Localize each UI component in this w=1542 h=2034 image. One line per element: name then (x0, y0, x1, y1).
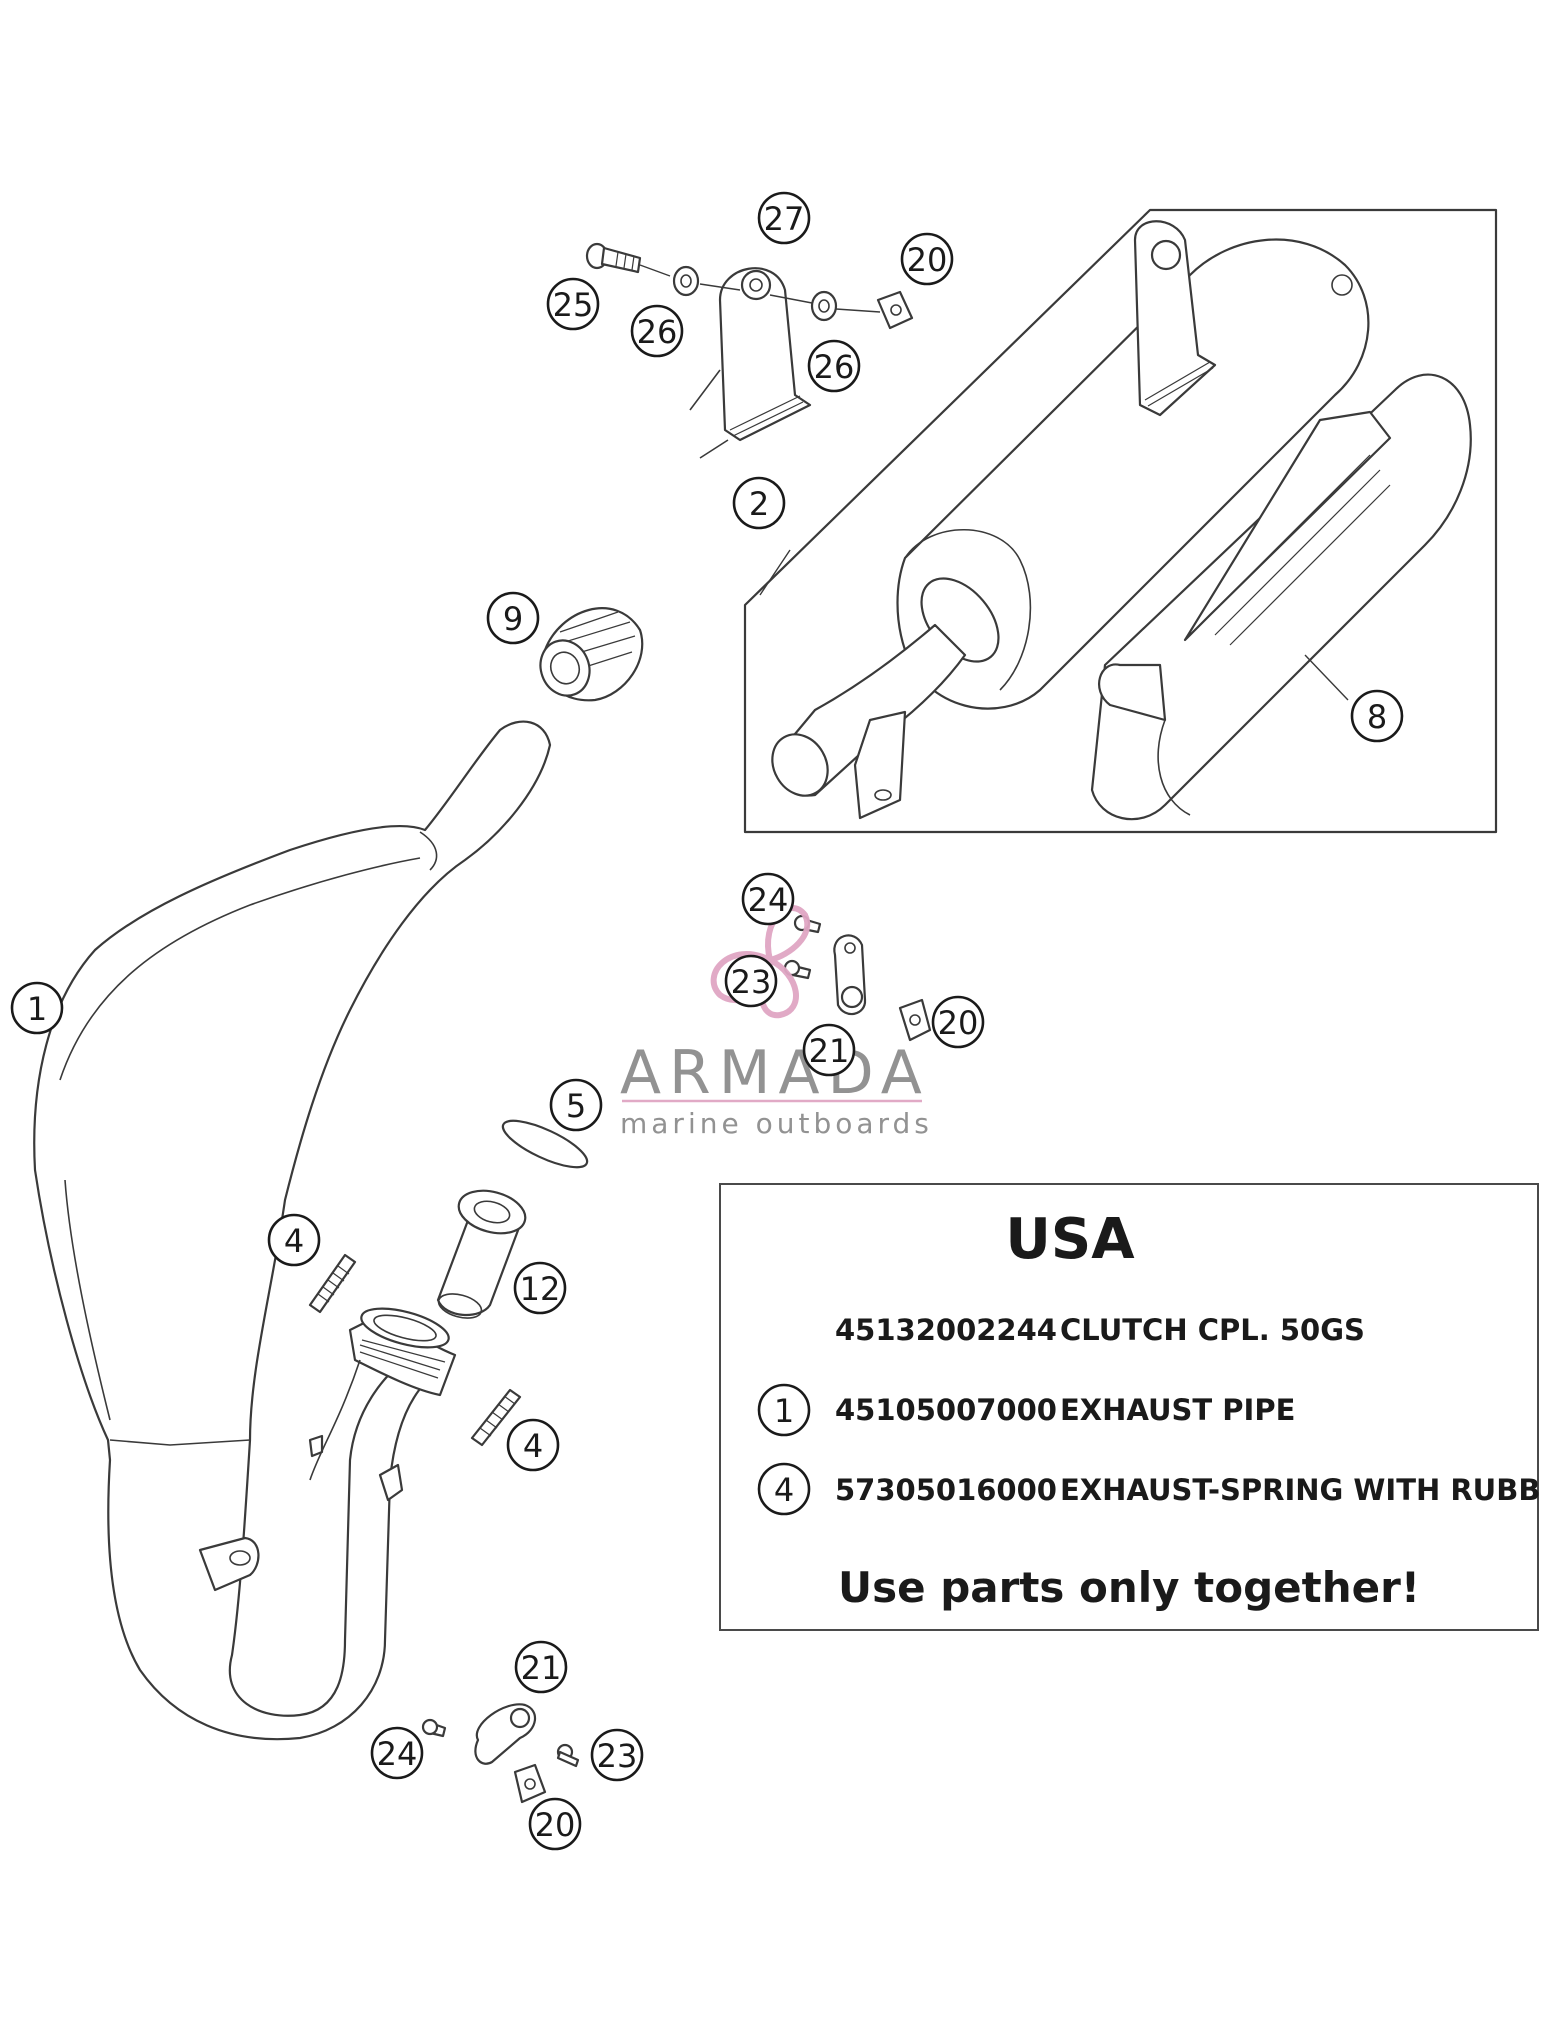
svg-text:21: 21 (521, 1649, 562, 1687)
svg-text:4: 4 (284, 1222, 304, 1260)
svg-text:24: 24 (748, 881, 789, 919)
spring-right (470, 1388, 522, 1447)
callout-21-lower: 21 (514, 1640, 568, 1694)
svg-text:23: 23 (597, 1737, 638, 1775)
usa-info-box: USA 45132002244 CLUTCH CPL. 50GS 1 45105… (719, 1183, 1542, 1631)
svg-text:2: 2 (749, 485, 769, 523)
info-box-note: Use parts only together! (838, 1563, 1420, 1612)
rubber-grommet (539, 607, 644, 702)
o-ring (501, 1119, 589, 1169)
row-2-description: EXHAUST-SPRING WITH RUBBER (1060, 1473, 1542, 1507)
info-box-title: USA (1005, 1207, 1135, 1272)
callout-27: 27 (757, 191, 811, 245)
row-0-description: CLUTCH CPL. 50GS (1060, 1313, 1365, 1347)
svg-text:12: 12 (520, 1270, 561, 1308)
rear-mount-bracket (585, 242, 914, 459)
callout-markers: 27 20 25 26 26 2 9 8 24 23 21 20 1 5 4 1… (10, 191, 1404, 1851)
row-2-part-number: 57305016000 (835, 1473, 1057, 1507)
heat-shield (1090, 373, 1472, 821)
svg-text:26: 26 (814, 348, 855, 386)
muffler-assembly (743, 208, 1498, 834)
callout-9: 9 (486, 591, 540, 645)
washer-26-left (672, 265, 700, 297)
row-2-ref-marker: 4 (757, 1462, 811, 1516)
spring-left (308, 1253, 357, 1314)
armada-watermark: ARMADA marine outboards (620, 905, 933, 1140)
callout-24-lower: 24 (370, 1726, 424, 1780)
callout-2: 2 (732, 476, 786, 530)
svg-text:8: 8 (1367, 698, 1387, 736)
callout-21-middle: 21 (802, 1023, 856, 1077)
info-box-frame (719, 1183, 1539, 1631)
svg-text:27: 27 (764, 200, 805, 238)
svg-text:5: 5 (566, 1087, 586, 1125)
muffler-bracket (1133, 220, 1217, 417)
callout-26-right: 26 (807, 339, 861, 393)
callout-26-left: 26 (630, 304, 684, 358)
row-1-description: EXHAUST PIPE (1060, 1393, 1295, 1427)
clamp-set-middle (783, 914, 932, 1042)
svg-text:26: 26 (637, 313, 678, 351)
svg-text:21: 21 (809, 1032, 850, 1070)
svg-text:23: 23 (731, 963, 772, 1001)
watermark-tagline: marine outboards (620, 1107, 933, 1140)
callout-25: 25 (546, 277, 600, 331)
callout-23-middle: 23 (724, 954, 778, 1008)
speed-nut-20-top (876, 290, 914, 330)
row-1-part-number: 45105007000 (835, 1393, 1057, 1427)
bolt-25 (585, 242, 642, 274)
callout-1: 1 (10, 981, 64, 1035)
muffler-kit-frame (743, 208, 1498, 834)
callout-5: 5 (549, 1078, 603, 1132)
callout-20-lower: 20 (528, 1797, 582, 1851)
row-1-ref-marker: 1 (757, 1383, 811, 1437)
exhaust-pipe (33, 720, 552, 1741)
svg-text:4: 4 (523, 1427, 543, 1465)
svg-text:20: 20 (907, 241, 948, 279)
svg-text:1: 1 (27, 990, 47, 1028)
washer-26-right (810, 290, 838, 322)
callout-20-top: 20 (900, 232, 954, 286)
callout-4-left: 4 (267, 1213, 321, 1267)
manifold-tube (436, 1189, 527, 1319)
svg-text:20: 20 (535, 1806, 576, 1844)
svg-text:1: 1 (774, 1392, 794, 1430)
muffler-body (896, 238, 1370, 710)
callout-8: 8 (1350, 689, 1404, 743)
callout-4-right: 4 (506, 1418, 560, 1472)
svg-text:20: 20 (938, 1004, 979, 1042)
row-0-part-number: 45132002244 (835, 1313, 1057, 1347)
callout-20-middle: 20 (931, 995, 985, 1049)
svg-text:4: 4 (774, 1471, 794, 1509)
svg-text:25: 25 (553, 286, 594, 324)
callout-23-lower: 23 (590, 1728, 644, 1782)
svg-text:24: 24 (377, 1735, 418, 1773)
watermark-brand: ARMADA (620, 1038, 930, 1108)
callout-12: 12 (513, 1261, 567, 1315)
clamp-set-lower (421, 1703, 580, 1804)
callout-24-middle: 24 (741, 872, 795, 926)
svg-text:9: 9 (503, 600, 523, 638)
